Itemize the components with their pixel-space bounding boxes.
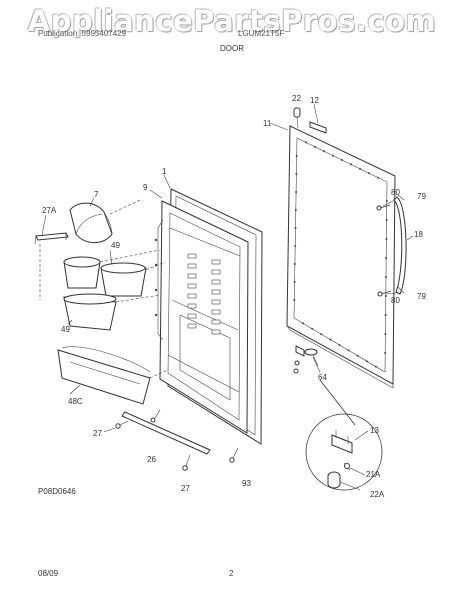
door-bin-upper-left xyxy=(63,256,101,289)
callout-80-lower: 80 xyxy=(391,296,400,305)
section-title: DOOR xyxy=(220,44,244,53)
handle-screws xyxy=(376,194,405,297)
door-label-plate xyxy=(309,103,327,134)
door-bin-lower xyxy=(63,293,117,331)
callout-labels: 1 7 9 11 12 22 13 18 21A 22A 26 27A 27 2… xyxy=(42,94,426,499)
callout-79-lower: 79 xyxy=(417,292,426,301)
callout-79-upper: 79 xyxy=(417,192,426,201)
callout-48c: 48C xyxy=(68,397,83,406)
publication-label: Publication: 5995407429 xyxy=(38,29,127,38)
callout-1: 1 xyxy=(162,167,167,176)
model-label: LGUM21T5F xyxy=(238,29,285,38)
assembly-guide-lines xyxy=(39,199,169,379)
callout-93: 93 xyxy=(242,479,251,488)
callout-12: 12 xyxy=(310,96,319,105)
callout-49-lower: 49 xyxy=(61,325,70,334)
callout-22a: 22A xyxy=(370,490,385,499)
dairy-cover xyxy=(69,202,113,244)
outer-door-panel xyxy=(286,125,396,389)
callout-26: 26 xyxy=(147,455,156,464)
door-trim-strip xyxy=(121,411,211,455)
callout-leaders xyxy=(41,122,369,491)
footer-date: 08/09 xyxy=(38,569,59,578)
door-top-plug xyxy=(293,107,301,129)
door-bottom-hinge xyxy=(293,345,356,426)
callout-64: 64 xyxy=(318,373,327,382)
callout-22: 22 xyxy=(292,94,301,103)
door-bin-large xyxy=(57,346,151,405)
callout-21a: 21A xyxy=(366,470,381,479)
inner-door-liner xyxy=(157,200,249,434)
callout-27-bottom: 27 xyxy=(181,484,190,493)
site-watermark: AppliancePartsPros.com xyxy=(27,4,437,38)
figure-code: P08D0646 xyxy=(38,487,76,496)
callout-27a: 27A xyxy=(42,206,57,215)
door-bin-upper-right xyxy=(100,262,147,297)
callout-49-upper: 49 xyxy=(111,241,120,250)
liner-shelf-supports xyxy=(187,253,221,335)
footer-page: 2 xyxy=(229,569,234,578)
callout-18: 18 xyxy=(414,230,423,239)
callout-11: 11 xyxy=(263,119,272,128)
dairy-hinge-bar xyxy=(34,232,69,245)
callout-13: 13 xyxy=(370,426,379,435)
door-handle xyxy=(382,196,414,295)
callout-9: 9 xyxy=(143,183,148,192)
hinge-detail-inset xyxy=(305,413,383,491)
callout-7: 7 xyxy=(94,190,99,199)
liner-screws xyxy=(154,238,158,317)
callout-27-left: 27 xyxy=(93,429,102,438)
small-screws xyxy=(115,409,239,471)
callout-80-upper: 80 xyxy=(391,188,400,197)
